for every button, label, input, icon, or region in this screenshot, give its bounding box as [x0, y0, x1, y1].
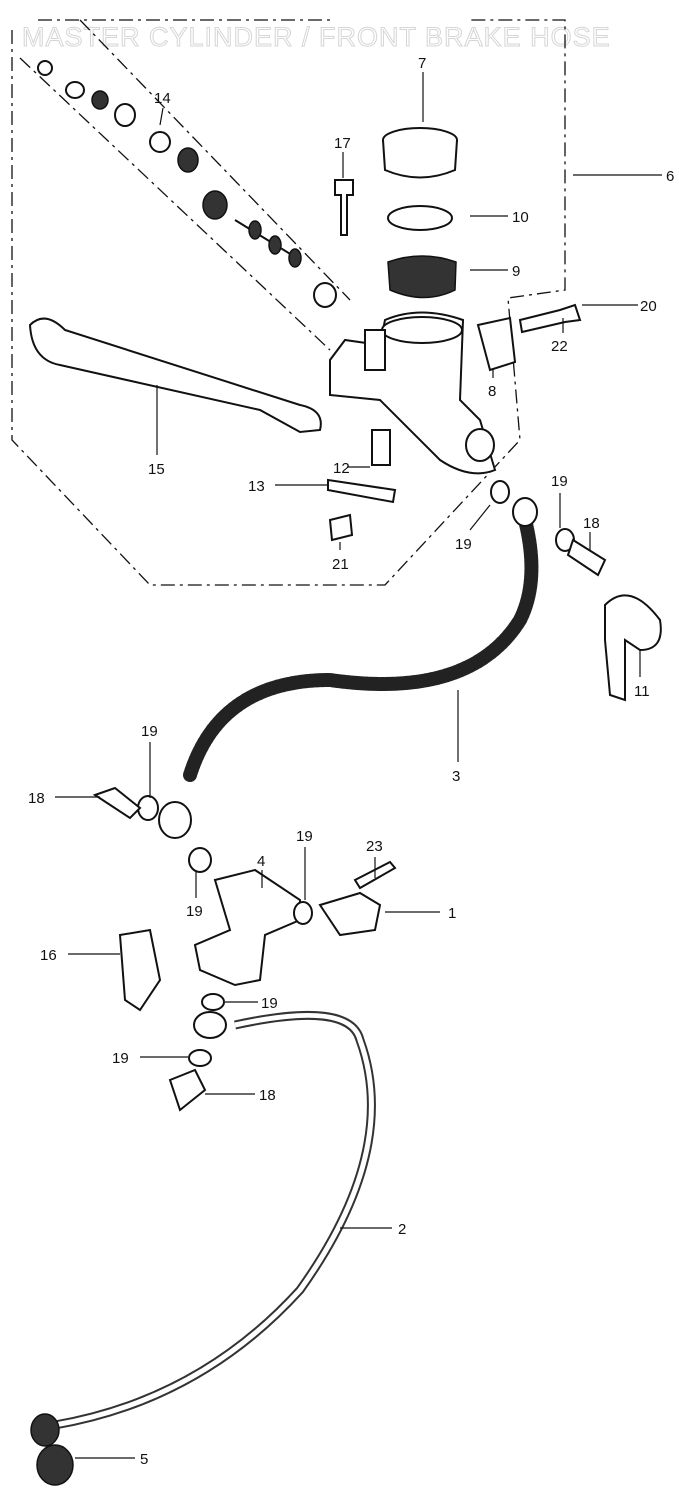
- washer: [201, 993, 225, 1011]
- three-way-joint: [193, 868, 301, 987]
- callout-14: 14: [154, 90, 171, 107]
- banjo-fitting: [158, 801, 192, 839]
- brake-lever: [28, 317, 322, 434]
- callout-11: 11: [634, 683, 650, 700]
- callout-12: 12: [333, 460, 350, 477]
- piston-kit-outline: [19, 57, 331, 351]
- screw-17: [334, 179, 354, 236]
- callout-18: 18: [259, 1087, 276, 1104]
- leader-lines: [55, 72, 662, 1459]
- callout-21: 21: [332, 556, 349, 573]
- callout-18: 18: [583, 515, 600, 532]
- callout-15: 15: [148, 461, 165, 478]
- callout-17: 17: [334, 135, 351, 152]
- callout-9: 9: [512, 263, 520, 280]
- callout-19: 19: [141, 723, 158, 740]
- callout-23: 23: [366, 838, 383, 855]
- washer: [188, 1049, 212, 1067]
- nut-21: [328, 513, 354, 542]
- callout-19: 19: [186, 903, 203, 920]
- callout-4: 4: [257, 853, 265, 870]
- callout-19: 19: [112, 1050, 129, 1067]
- hose-end-fitting: [30, 1413, 60, 1447]
- banjo-fitting: [193, 1011, 227, 1039]
- callout-2: 2: [398, 1221, 406, 1238]
- diaphragm: [387, 255, 457, 299]
- callout-22: 22: [551, 338, 568, 355]
- piston-kit: [37, 60, 337, 308]
- callout-5: 5: [140, 1451, 148, 1468]
- callout-19: 19: [455, 536, 472, 553]
- callout-19: 19: [261, 995, 278, 1012]
- washer: [490, 480, 510, 504]
- piston-kit-outline-2: [79, 19, 351, 301]
- callout-6: 6: [666, 168, 674, 185]
- callout-3: 3: [452, 768, 460, 785]
- pivot-bolt: [371, 429, 391, 466]
- callout-18: 18: [28, 790, 45, 807]
- bolt-18: [92, 786, 142, 820]
- plate: [387, 205, 453, 231]
- bracket-16: [118, 928, 162, 1012]
- callout-7: 7: [418, 55, 426, 72]
- callout-10: 10: [512, 209, 529, 226]
- callout-1: 1: [448, 905, 456, 922]
- reservoir-cap: [382, 127, 458, 179]
- washer: [188, 847, 212, 873]
- diagram-title: MASTER CYLINDER / FRONT BRAKE HOSE: [22, 22, 611, 52]
- callout-16: 16: [40, 947, 57, 964]
- callout-8: 8: [488, 383, 496, 400]
- hose-cover: [604, 594, 662, 702]
- bolt-18: [566, 538, 607, 577]
- bolt-18: [168, 1068, 207, 1112]
- callout-19: 19: [296, 828, 313, 845]
- bolt-20: [518, 303, 582, 334]
- plate-13: [327, 478, 397, 504]
- brake-hose-upper: [183, 513, 539, 782]
- washer: [293, 901, 313, 925]
- assembly-outline: [11, 19, 566, 586]
- callout-13: 13: [248, 478, 265, 495]
- stop-switch: [318, 891, 382, 937]
- callout-19: 19: [551, 473, 568, 490]
- callouts: 14 7 17 6 10 9 20 22 8 15 12 13 21 19 19…: [28, 55, 674, 1468]
- holder: [476, 316, 517, 372]
- callout-20: 20: [640, 298, 657, 315]
- master-cylinder-body: [329, 311, 497, 475]
- hose-clamp: [36, 1444, 74, 1486]
